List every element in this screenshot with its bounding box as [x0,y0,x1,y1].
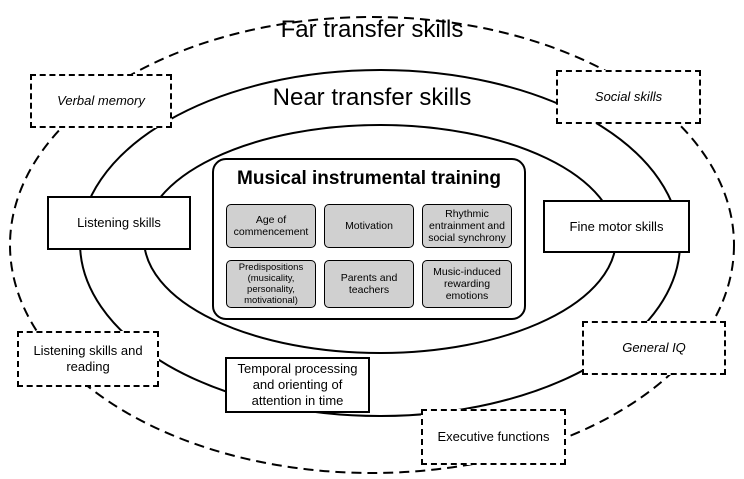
far-transfer-title: Far transfer skills [280,16,464,43]
temporal-processing-box: Temporal processing and orienting of att… [225,357,370,413]
far-transfer-ellipse [9,16,735,474]
factor-rhythmic-entrainment: Rhythmic entrainment and social synchron… [422,204,512,248]
verbal-memory-box: Verbal memory [30,74,172,128]
factor-music-induced-emotions: Music-induced rewarding emotions [422,260,512,308]
musical-training-title: Musical instrumental training [237,168,501,189]
listening-skills-and-reading-box: Listening skills and reading [17,331,159,387]
social-skills-box: Social skills [556,70,701,124]
listening-skills-box: Listening skills [47,196,191,250]
factor-motivation: Motivation [324,204,414,248]
factor-parents-and-teachers: Parents and teachers [324,260,414,308]
factor-predispositions: Predispositions (musicality, personality… [226,260,316,308]
near-transfer-title: Near transfer skills [272,84,472,111]
fine-motor-skills-box: Fine motor skills [543,200,690,253]
musical-training-box: Musical instrumental training Age of com… [212,158,526,320]
executive-functions-box: Executive functions [421,409,566,465]
factor-age-of-commencement: Age of commencement [226,204,316,248]
general-iq-box: General IQ [582,321,726,375]
